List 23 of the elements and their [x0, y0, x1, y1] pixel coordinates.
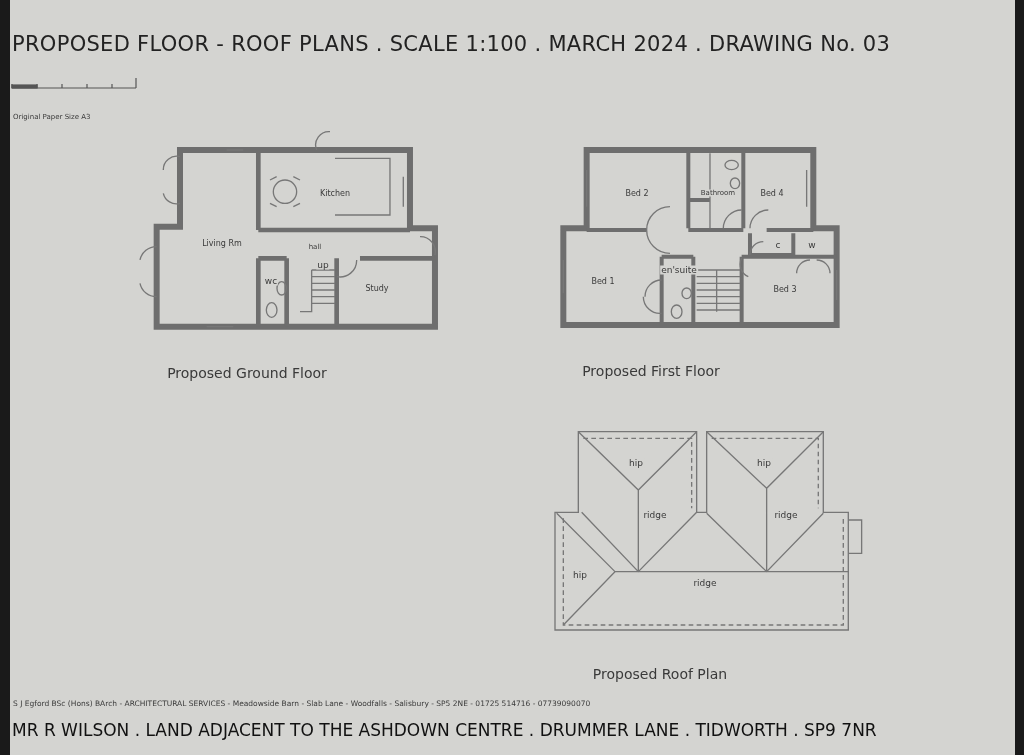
room-label: c [774, 240, 782, 250]
roof-label: hip [628, 458, 644, 468]
plan-caption: Proposed Roof Plan [591, 667, 729, 681]
room-label: Bed 3 [772, 286, 798, 294]
room-label: Bed 1 [590, 278, 616, 286]
room-label: Living Rm [201, 240, 243, 248]
roof-label: ridge [642, 510, 668, 520]
room-label: en'suite [660, 265, 698, 275]
room-label: Bed 2 [624, 190, 650, 198]
project-address: MR R WILSON . LAND ADJACENT TO THE ASHDOWN CENTRE . DRUMMER LANE . TIDWORTH . SP9 7NR [12, 721, 877, 739]
room-label: Bed 4 [759, 190, 785, 198]
roof-label: ridge [773, 510, 799, 520]
roof-label: hip [572, 570, 588, 580]
roof-label: ridge [692, 578, 718, 588]
drawing-title: PROPOSED FLOOR - ROOF PLANS . SCALE 1:100 . MARCH 2024 . DRAWING No. 03 [12, 33, 891, 55]
room-label: Kitchen [318, 190, 352, 198]
roof-label: hip [756, 458, 772, 468]
plan-caption: Proposed Ground Floor [166, 366, 328, 380]
room-label: wc [263, 276, 279, 286]
room-label: w [807, 240, 817, 250]
stair-label: up [316, 260, 330, 270]
plan-caption: Proposed First Floor [581, 364, 721, 378]
room-label: Study [364, 285, 390, 293]
